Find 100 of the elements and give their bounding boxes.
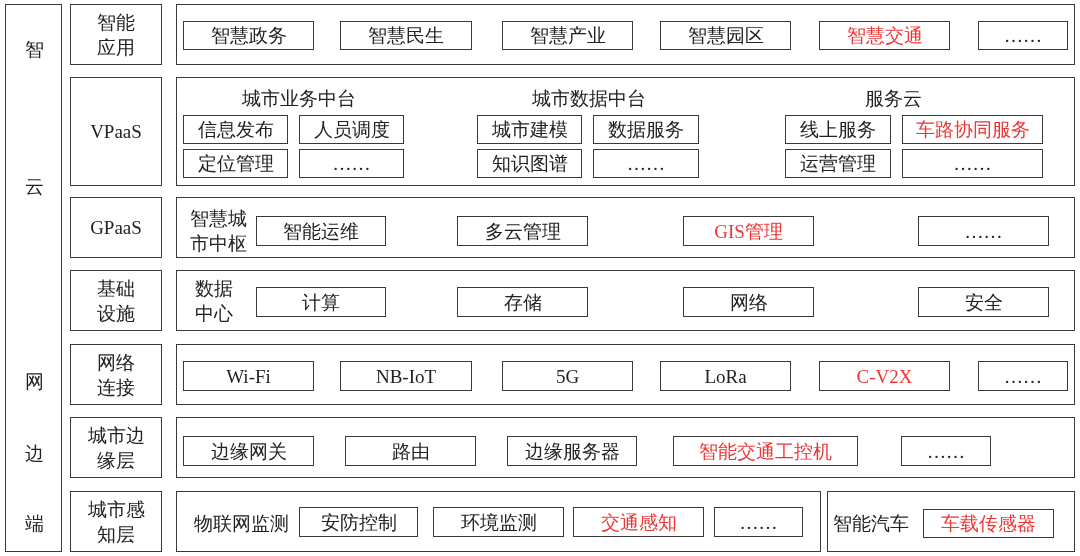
column-char: 云 [25,174,44,199]
module-box [593,149,699,178]
layer-box [70,77,162,186]
module-label: 存储 [503,290,542,315]
module-box [256,287,386,317]
module-label: 智慧民生 [368,24,444,48]
module-box [183,436,314,466]
module-label: 运营管理 [800,152,876,176]
layer-label: 城市边缘层 [86,423,146,473]
module-box [457,287,588,317]
module-label: 交通感知 [600,510,677,535]
group-heading: 城市业务中台 [242,86,356,111]
module-label: …… [627,152,665,176]
module-label: 计算 [302,290,340,315]
module-box [340,361,472,391]
module-box [299,115,404,144]
module-label: 智能交通工控机 [699,439,832,464]
module-label: Wi-Fi [226,364,271,389]
group-heading: 城市数据中台 [532,86,646,111]
module-label: 车路协同服务 [915,118,1030,142]
module-label: 路由 [391,439,430,464]
module-box [573,507,704,537]
module-label: …… [1004,364,1042,389]
layer-box [70,344,162,405]
module-box [683,216,814,246]
module-label: 知识图谱 [491,152,568,176]
module-box [785,149,891,178]
module-box [918,287,1049,317]
group-heading: 智慧城市中枢 [188,207,248,256]
layer-panel [176,4,1075,65]
layer-panel [176,77,1075,186]
column-char: 边 [25,441,44,466]
layer-panel [176,417,1075,478]
layer-label: VPaaS [90,120,142,144]
module-label: 城市建模 [491,118,568,142]
module-label: 人员调度 [313,118,390,142]
side-column [5,4,62,552]
module-box [502,361,633,391]
module-box [477,149,582,178]
layer-label: 城市感知层 [86,497,146,547]
module-label: 网络 [729,290,768,315]
layer-box [70,4,162,65]
group-heading: 服务云 [864,86,922,111]
layer-box [70,197,162,258]
module-label: 信息发布 [197,118,274,142]
module-box [340,21,472,50]
module-box [660,361,791,391]
layer-label: GPaaS [90,216,142,240]
module-label: …… [739,510,778,535]
layer-panel [176,344,1075,405]
module-box [299,507,418,537]
module-box [183,149,288,178]
module-box [593,115,699,144]
module-label: …… [332,152,371,176]
group-heading: 物联网监测 [193,511,289,536]
layer-box [70,270,162,331]
module-box [819,361,950,391]
module-label: …… [927,439,965,464]
module-box [507,436,637,466]
module-label: 5G [555,364,580,389]
module-box [660,21,791,50]
column-char: 网 [25,369,44,394]
module-label: 多云管理 [484,219,561,244]
module-label: 线上服务 [800,118,876,142]
module-box [345,436,476,466]
module-box [183,21,314,50]
module-label: C-V2X [856,364,913,389]
layer-label: 智能应用 [96,10,136,60]
module-label: 安防控制 [320,510,397,535]
module-box [918,216,1049,246]
module-box [902,149,1043,178]
module-label: 环境监测 [460,510,537,535]
module-box [923,509,1054,538]
module-label: 智慧产业 [529,24,606,48]
layer-panel [827,491,1075,552]
group-heading: 智能汽车 [833,511,909,536]
module-box [683,287,814,317]
module-label: 安全 [964,290,1003,315]
module-label: 智慧园区 [687,24,764,48]
layer-panel [176,270,1075,331]
module-box [819,21,950,50]
module-box [673,436,858,466]
module-box [457,216,588,246]
module-label: 智能运维 [283,219,359,244]
layer-label: 基础设施 [96,276,136,326]
module-label: 边缘服务器 [524,439,620,464]
module-box [502,21,633,50]
module-box [477,115,582,144]
module-label: …… [1004,24,1042,48]
layer-box [70,417,162,478]
module-box [433,507,564,537]
module-label: 数据服务 [608,118,684,142]
module-label: 边缘网关 [210,439,287,464]
module-label: LoRa [704,364,747,389]
module-box [299,149,404,178]
module-box [256,216,386,246]
column-char: 端 [25,511,44,536]
group-heading: 数据中心 [194,277,234,326]
column-char: 智 [25,37,44,62]
module-box [902,115,1043,144]
